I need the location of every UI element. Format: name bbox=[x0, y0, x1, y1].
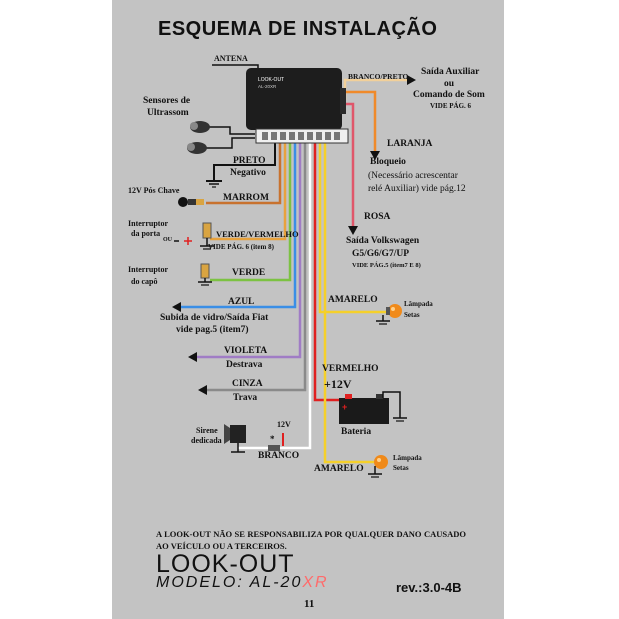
label-interruptor-capo-2: do capô bbox=[131, 277, 158, 286]
label-sirene-1: Sirene bbox=[196, 426, 218, 435]
label-12v-pos-chave: 12V Pós Chave bbox=[128, 186, 180, 195]
sensor-wire-1 bbox=[208, 126, 255, 135]
label-branco: BRANCO bbox=[258, 451, 300, 461]
label-vw-1: Saída Volkswagen bbox=[346, 236, 420, 246]
label-vide-pag6-item8: VIDE PÁG. 6 (item 8) bbox=[208, 243, 274, 251]
door-switch-icon bbox=[174, 222, 214, 250]
arrow-rosa bbox=[348, 226, 358, 235]
wire-azul bbox=[174, 142, 297, 309]
label-verde: VERDE bbox=[232, 268, 266, 278]
revision-label: rev.:3.0-4B bbox=[396, 580, 462, 595]
wire-cinza bbox=[200, 142, 307, 392]
label-sensores-2: Ultrassom bbox=[147, 108, 189, 118]
label-amarelo-1: AMARELO bbox=[328, 295, 378, 305]
label-lampada-1: Lâmpada bbox=[404, 300, 433, 308]
arrow-branco-preto bbox=[407, 75, 416, 85]
ultrasound-sensor-1 bbox=[190, 121, 210, 133]
label-asterisk: * bbox=[270, 434, 275, 444]
footer-brand: LOOK-OUT bbox=[156, 550, 295, 578]
module-body bbox=[246, 68, 342, 130]
wire-marrom bbox=[206, 142, 282, 205]
label-vw-2: G5/G6/G7/UP bbox=[352, 249, 409, 259]
footer-model-prefix: MODELO: AL-20 bbox=[156, 574, 303, 591]
label-trava: Trava bbox=[233, 393, 258, 403]
module-model: AL-20XR bbox=[258, 84, 277, 89]
label-violeta: VIOLETA bbox=[224, 346, 268, 356]
wire-branco bbox=[238, 142, 312, 450]
label-amarelo-2: AMARELO bbox=[314, 464, 364, 474]
wire-verde bbox=[210, 142, 292, 282]
page-number: 11 bbox=[304, 598, 315, 610]
module-brand: LOOK-OUT bbox=[258, 77, 285, 83]
turn-signal-lamp-1 bbox=[376, 304, 402, 325]
wire-amarelo-1 bbox=[318, 142, 388, 314]
label-sensores-1: Sensores de bbox=[143, 96, 191, 106]
label-12v-siren: 12V bbox=[277, 420, 291, 429]
label-saida-aux-3: Comando de Som bbox=[413, 90, 485, 100]
label-branco-preto: BRANCO/PRETO bbox=[348, 72, 409, 81]
ultrasound-sensor-2 bbox=[187, 142, 207, 154]
label-ou: OU bbox=[163, 237, 172, 243]
label-preto: PRETO bbox=[233, 156, 266, 166]
wire-laranja bbox=[345, 90, 377, 153]
svg-text:+: + bbox=[342, 402, 347, 412]
label-bloqueio: Bloqueio bbox=[370, 157, 406, 167]
wire-amarelo-2 bbox=[323, 142, 374, 464]
label-setas-2: Setas bbox=[393, 464, 409, 472]
arrow-cinza bbox=[198, 385, 207, 395]
label-saida-aux-1: Saída Auxiliar bbox=[421, 67, 480, 77]
wire-preto bbox=[213, 142, 276, 180]
label-destrava: Destrava bbox=[226, 360, 263, 370]
label-vermelho: VERMELHO bbox=[322, 364, 379, 374]
arrow-azul bbox=[172, 302, 181, 312]
page-title: ESQUEMA DE INSTALAÇÃO bbox=[158, 18, 438, 40]
label-cinza: CINZA bbox=[232, 379, 263, 389]
turn-signal-lamp-2 bbox=[368, 455, 388, 478]
label-sirene-2: dedicada bbox=[191, 436, 222, 445]
wire-vermelho bbox=[313, 142, 340, 402]
label-marrom: MARROM bbox=[223, 193, 269, 203]
label-antena: ANTENA bbox=[214, 54, 248, 63]
label-interruptor-porta-1: Interruptor bbox=[128, 219, 168, 228]
label-negativo: Negativo bbox=[230, 168, 266, 178]
label-saida-aux-2: ou bbox=[444, 79, 455, 89]
arrow-laranja bbox=[370, 151, 380, 160]
label-vide-pag6: VIDE PÁG. 6 bbox=[430, 102, 472, 110]
label-setas-1: Setas bbox=[404, 311, 420, 319]
label-interruptor-capo-1: Interruptor bbox=[128, 265, 168, 274]
footer-model-suffix: XR bbox=[302, 574, 329, 591]
wire-violeta bbox=[190, 142, 302, 359]
wire-branco-preto bbox=[343, 78, 408, 100]
label-vw-3: VIDE PÁG.5 (item7 E 8) bbox=[352, 262, 421, 269]
sensor-wire-2 bbox=[206, 137, 255, 149]
hood-switch-icon bbox=[198, 263, 212, 286]
label-bateria: Bateria bbox=[341, 427, 372, 437]
label-rosa: ROSA bbox=[364, 212, 391, 222]
label-verde-vermelho: VERDE/VERMELHO bbox=[216, 229, 299, 239]
disclaimer: A LOOK-OUT NÃO SE RESPONSABILIZA POR QUA… bbox=[156, 529, 466, 551]
label-subida-1: Subida de vidro/Saída Fiat bbox=[160, 313, 269, 323]
footer-model: MODELO: AL-20XR bbox=[156, 574, 329, 592]
label-azul: AZUL bbox=[228, 297, 255, 307]
label-interruptor-porta-2: da porta bbox=[131, 229, 161, 238]
battery-icon: + bbox=[339, 391, 407, 424]
label-subida-2: vide pag.5 (item7) bbox=[176, 325, 249, 335]
wire-verde-vermelho bbox=[210, 142, 287, 241]
siren-icon bbox=[224, 424, 280, 453]
wire-rosa bbox=[345, 102, 355, 228]
arrow-violeta bbox=[188, 352, 197, 362]
ignition-key-icon bbox=[178, 197, 204, 207]
label-laranja: LARANJA bbox=[387, 139, 433, 149]
label-bloqueio-note-2: relé Auxiliar) vide pág.12 bbox=[368, 184, 466, 194]
label-lampada-2: Lâmpada bbox=[393, 454, 422, 462]
label-12v-battery: +12V bbox=[324, 377, 352, 391]
label-bloqueio-note-1: (Necessário acrescentar bbox=[368, 171, 458, 181]
